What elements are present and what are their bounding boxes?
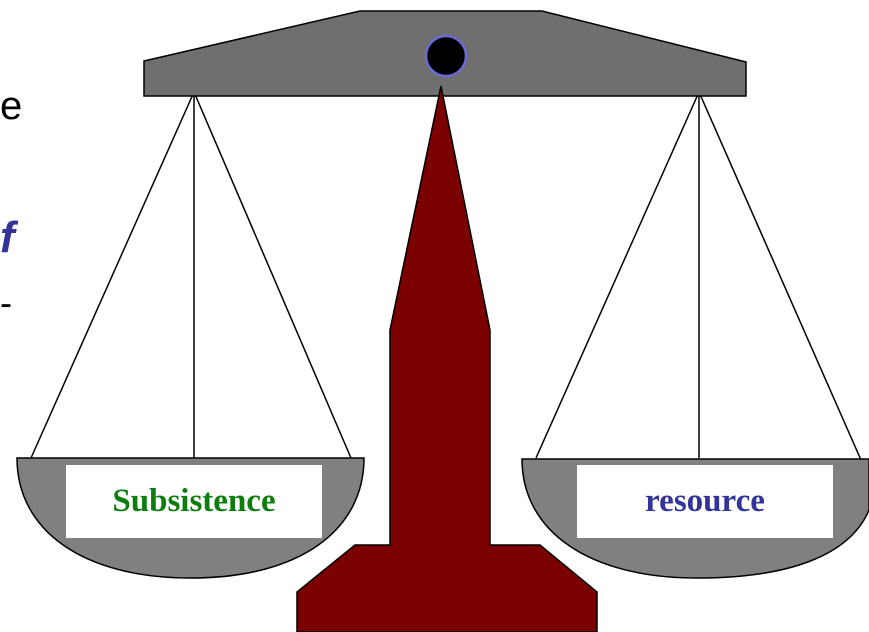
left-string-inner xyxy=(193,91,352,459)
left-pan-strings xyxy=(30,91,352,459)
right-string-outer xyxy=(698,91,862,461)
right-pan-label: resource xyxy=(577,465,833,538)
edge-text-fragment-dash: - xyxy=(0,282,12,323)
right-pan-strings xyxy=(535,91,862,461)
edge-text-fragment: e xyxy=(0,84,23,128)
pivot-knob xyxy=(424,34,468,78)
left-string-outer xyxy=(30,91,195,459)
edge-text-fragment-italic: f xyxy=(0,213,15,262)
left-pan-label: Subsistence xyxy=(66,465,322,538)
right-string-inner xyxy=(535,91,700,459)
scale-pillar xyxy=(296,85,598,632)
